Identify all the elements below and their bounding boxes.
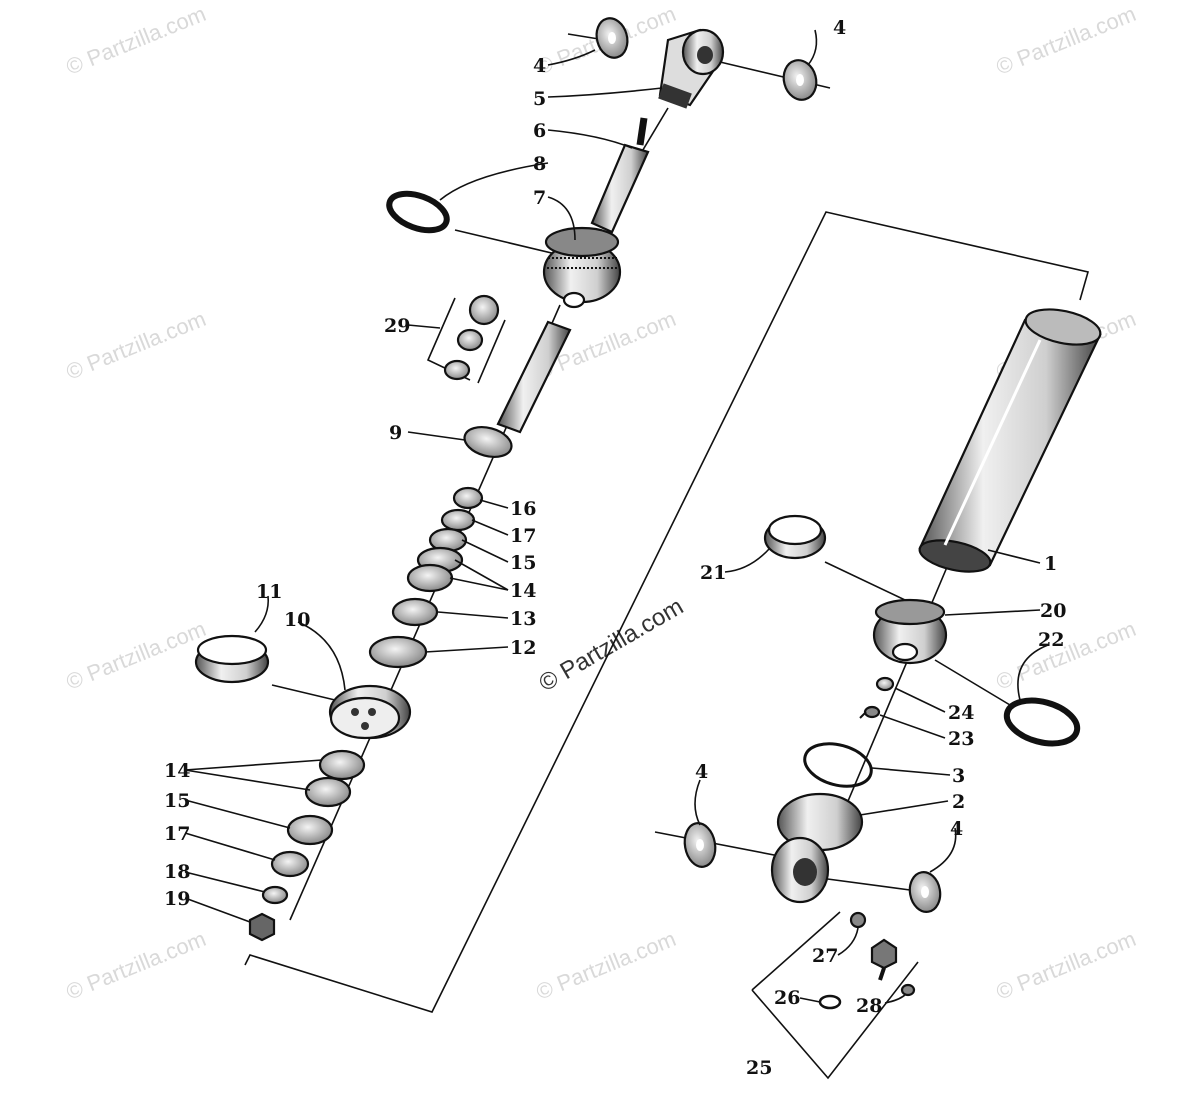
o-ring-part-26 bbox=[818, 994, 842, 1010]
body-eye-part-2 bbox=[770, 792, 864, 904]
callout-label: 5 bbox=[533, 88, 546, 110]
watermark: © Partzilla.com bbox=[63, 926, 210, 1005]
parts bbox=[194, 17, 1102, 1010]
callout-label: 23 bbox=[948, 728, 974, 750]
callout-label: 27 bbox=[812, 945, 838, 967]
washer-hole bbox=[921, 886, 929, 898]
ring-part-21 bbox=[763, 514, 827, 560]
callout-label: 28 bbox=[856, 995, 882, 1017]
callout-label: 3 bbox=[952, 765, 965, 787]
callout-labels: 4 4 5 6 8 7 29 9 16 17 15 14 13 12 11 10… bbox=[164, 17, 1066, 1079]
fitting-part-27 bbox=[849, 911, 867, 929]
washer-part-13 bbox=[391, 597, 439, 627]
piston-part-10 bbox=[328, 684, 412, 740]
axis-line bbox=[271, 684, 336, 701]
callout-label: 12 bbox=[510, 637, 536, 659]
callout-label: 18 bbox=[164, 861, 190, 883]
piston-rod-part-6 bbox=[590, 117, 650, 234]
cylinder-part-1 bbox=[918, 308, 1102, 573]
rod-eye-part-5 bbox=[658, 28, 725, 109]
watermark: © Partzilla.com bbox=[63, 306, 210, 385]
callout-label: 21 bbox=[700, 562, 726, 584]
ring-part-22 bbox=[1003, 697, 1081, 747]
callout-label: 4 bbox=[533, 55, 546, 77]
assembly-bracket bbox=[244, 211, 1090, 1013]
grease-fitting-part-25 bbox=[870, 938, 898, 981]
callout-label: 24 bbox=[948, 702, 974, 724]
cap-part-28 bbox=[900, 983, 916, 997]
callout-label: 4 bbox=[950, 818, 963, 840]
callout-label: 7 bbox=[533, 187, 546, 209]
o-ring-part-3 bbox=[803, 742, 873, 788]
bracket-25 bbox=[751, 961, 919, 1080]
watermark: © Partzilla.com bbox=[993, 1, 1140, 80]
washer-hole bbox=[696, 839, 704, 851]
watermark: © Partzilla.com bbox=[63, 616, 210, 695]
callout-label: 15 bbox=[164, 790, 190, 812]
callout-label: 11 bbox=[256, 581, 282, 603]
nut-part-19 bbox=[248, 912, 276, 942]
callout-label: 19 bbox=[164, 888, 190, 910]
watermark: © Partzilla.com bbox=[993, 616, 1140, 695]
callout-label: 4 bbox=[833, 17, 846, 39]
callout-label: 10 bbox=[284, 609, 310, 631]
screw-part-23 bbox=[859, 705, 881, 719]
end-cap-part-20 bbox=[872, 598, 948, 665]
washer-part-14 bbox=[406, 563, 454, 593]
callout-label: 6 bbox=[533, 120, 546, 142]
callout-label: 14 bbox=[164, 760, 190, 782]
callout-label: 22 bbox=[1038, 629, 1064, 651]
callout-label: 8 bbox=[533, 153, 546, 175]
washer-hole bbox=[796, 74, 804, 86]
watermark: © Partzilla.com bbox=[533, 926, 680, 1005]
callout-label: 20 bbox=[1040, 600, 1066, 622]
leader-lines bbox=[184, 29, 1049, 1004]
callout-label: 26 bbox=[774, 987, 800, 1009]
axis-line bbox=[934, 659, 1011, 706]
watermark: © Partzilla.com bbox=[63, 1, 210, 80]
washer-part-15 bbox=[286, 814, 334, 846]
axis-line bbox=[454, 229, 561, 256]
center-watermark: © Partzilla.com bbox=[535, 593, 689, 697]
callout-label: 13 bbox=[510, 608, 536, 630]
washer-part-18 bbox=[261, 885, 289, 905]
axis-line bbox=[819, 877, 911, 891]
washer-part-17 bbox=[440, 508, 476, 532]
callout-label: 1 bbox=[1044, 553, 1057, 575]
watermark: © Partzilla.com bbox=[993, 926, 1140, 1005]
washer-part-24 bbox=[875, 676, 895, 692]
ring-part-8 bbox=[386, 190, 450, 234]
washer-part-17 bbox=[270, 850, 310, 878]
axis-line bbox=[824, 561, 906, 601]
shaft bbox=[496, 320, 572, 434]
washer-part-12 bbox=[368, 635, 428, 669]
callout-label: 25 bbox=[746, 1057, 772, 1079]
bracket-25 bbox=[751, 911, 841, 991]
callout-label: 4 bbox=[695, 761, 708, 783]
callout-label: 9 bbox=[389, 422, 402, 444]
washer-part-16 bbox=[452, 486, 484, 510]
washer-part-14 bbox=[318, 749, 366, 781]
bushings-part-29 bbox=[443, 294, 500, 381]
washer-part-14 bbox=[304, 776, 352, 808]
rod-guide-part-7 bbox=[542, 226, 622, 309]
axis-line bbox=[839, 559, 951, 821]
split-ring-part-11 bbox=[194, 634, 270, 684]
washer-hole bbox=[608, 32, 616, 44]
callout-label: 17 bbox=[164, 823, 190, 845]
callout-label: 15 bbox=[510, 552, 536, 574]
callout-label: 2 bbox=[952, 791, 965, 813]
washer-part-9 bbox=[463, 426, 513, 458]
callout-label: 17 bbox=[510, 525, 536, 547]
callout-label: 16 bbox=[510, 498, 536, 520]
callout-label: 14 bbox=[510, 580, 536, 602]
callout-label: 29 bbox=[384, 315, 410, 337]
bracket-29 bbox=[477, 319, 506, 384]
